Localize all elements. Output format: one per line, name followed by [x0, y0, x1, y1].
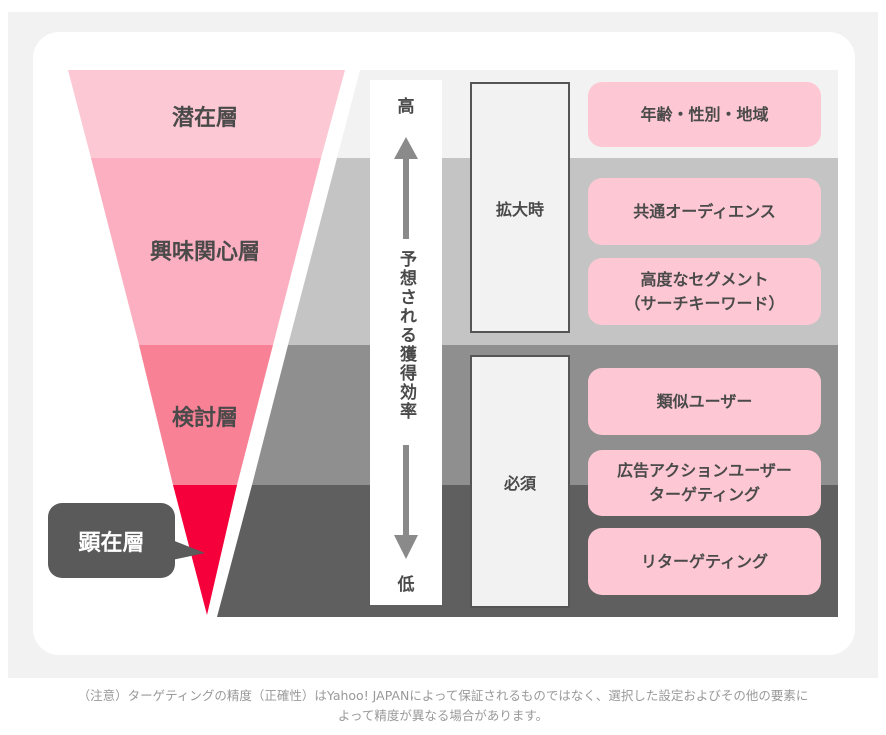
pill-text: 共通オーディエンス [633, 201, 776, 221]
targeting-age-gender-region: 年齢・性別・地域 [588, 82, 821, 147]
targeting-retargeting: リターゲティング [588, 528, 821, 595]
layer-label-manifest-callout: 顕在層 [48, 503, 175, 578]
pill-text: （サーチキーワード） [624, 293, 785, 313]
pill-text: リターゲティング [640, 551, 769, 571]
funnel-layer-latent [68, 70, 345, 158]
funnel-layer-manifest [173, 485, 237, 615]
axis-label: 予想される獲得効率 [396, 250, 416, 421]
funnel-layer-interest [91, 158, 321, 345]
caption-line: よって精度が異なる場合があります。 [337, 708, 549, 723]
callout-pointer [172, 540, 205, 560]
layer-label-consideration: 検討層 [171, 406, 238, 431]
targeting-common-audience: 共通オーディエンス [588, 178, 821, 245]
pill-text: 高度なセグメント [640, 269, 769, 289]
efficiency-axis: 高 予想される獲得効率 低 [370, 80, 442, 605]
layer-label-interest: 興味関心層 [149, 240, 260, 265]
pill-text: 年齢・性別・地域 [640, 104, 769, 124]
axis-high-label: 高 [397, 97, 415, 117]
pill-text: ターゲティング [648, 485, 761, 504]
caption-line: （注意）ターゲティングの精度（正確性）はYahoo! JAPANによって保証され… [77, 688, 809, 703]
pill-text: 類似ユーザー [656, 391, 753, 411]
funnel-layer-consideration [139, 345, 273, 485]
arrow-down-icon [394, 445, 418, 559]
layer-label-latent: 潜在層 [171, 106, 238, 131]
group-expansion: 拡大時 [470, 82, 570, 333]
targeting-advanced-segment: 高度なセグメント （サーチキーワード） [588, 258, 821, 325]
targeting-ad-action-users: 広告アクションユーザーターゲティング [588, 450, 821, 516]
arrow-up-icon [394, 137, 418, 239]
group-required: 必須 [470, 355, 570, 608]
axis-low-label: 低 [397, 575, 415, 595]
targeting-lookalike: 類似ユーザー [588, 368, 821, 435]
disclaimer-caption: （注意）ターゲティングの精度（正確性）はYahoo! JAPANによって保証され… [0, 686, 886, 726]
pill-text: 広告アクションユーザー [617, 461, 792, 480]
